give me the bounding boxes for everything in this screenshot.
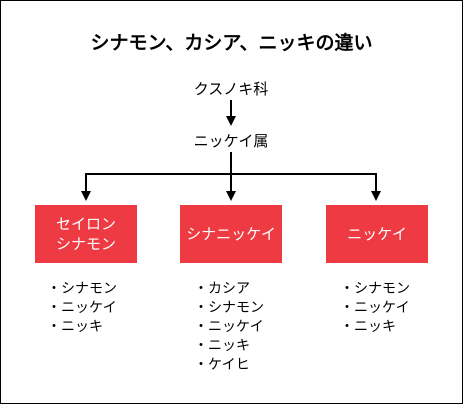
list-item: ・ニッキ [340,319,396,335]
list-item: ・カシア [194,281,250,297]
family-label: クスノキ科 [193,80,269,98]
species-box-nikkei: ニッケイ [326,205,428,263]
list-item: ・ニッキ [194,338,250,354]
list-item: ・ケイヒ [194,357,250,373]
species-box-ceylon-cinnamon: セイロン シナモン [35,205,137,263]
species-box-chinese-cassia: シナニッケイ [180,205,282,263]
list-item: ・シナモン [47,281,117,297]
name-list-ceylon-cinnamon: ・シナモン ・ニッケイ ・ニッキ [47,280,117,337]
species-box-label: シナニッケイ [186,225,276,243]
name-list-chinese-cassia: ・カシア ・シナモン ・ニッケイ ・ニッキ ・ケイヒ [194,280,264,375]
diagram-title: シナモン、カシア、ニッキの違い [90,32,373,54]
list-item: ・ニッケイ [340,300,410,316]
list-item: ・ニッキ [47,319,103,335]
list-item: ・シナモン [194,300,264,316]
name-list-nikkei: ・シナモン ・ニッケイ ・ニッキ [340,280,410,337]
list-item: ・ニッケイ [194,319,264,335]
species-box-label: ニッケイ [347,225,407,243]
list-item: ・ニッケイ [47,300,117,316]
genus-label: ニッケイ属 [193,132,269,150]
species-box-label: セイロン シナモン [55,215,116,253]
list-item: ・シナモン [340,281,410,297]
